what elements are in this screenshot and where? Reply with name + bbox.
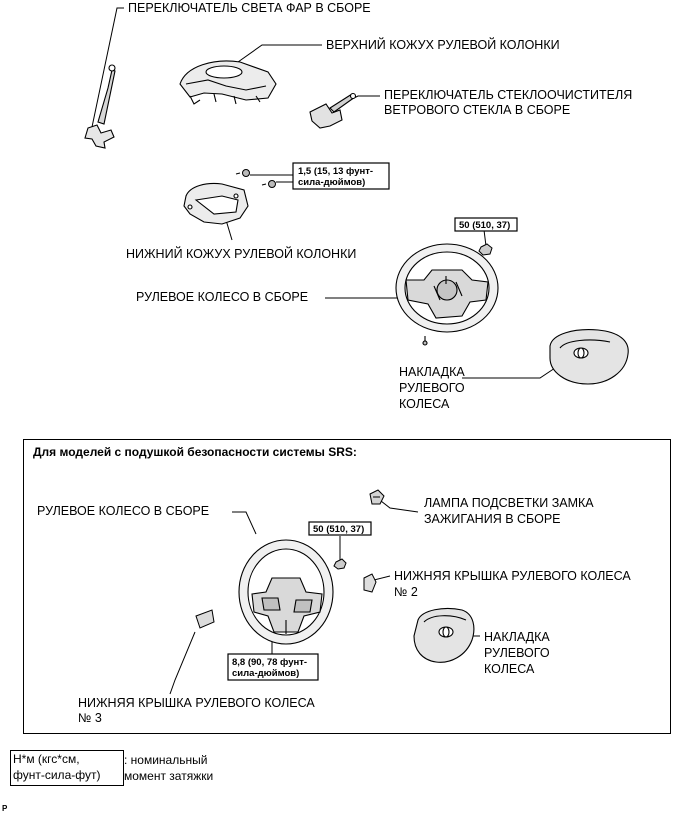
label-srs-steering-wheel: РУЛЕВОЕ КОЛЕСО В СБОРЕ	[37, 504, 210, 518]
upper-column-cover-part	[179, 60, 277, 105]
corner-code: P	[2, 804, 8, 813]
srs-lower-cover2-part	[363, 573, 377, 593]
nut-torque-box	[454, 217, 518, 232]
label-srs-lamp-line1: ЛАМПА ПОДСВЕТКИ ЗАМКА	[424, 496, 594, 510]
label-srs-pad-line1: НАКЛАДКА	[484, 630, 550, 644]
srs-screw-torque-line2: сила-дюймов)	[232, 668, 299, 679]
srs-nut-torque-box	[308, 521, 372, 536]
label-pad-line2: РУЛЕВОГО	[399, 381, 465, 395]
screw-icons	[235, 169, 276, 188]
srs-lower-cover3-part	[195, 609, 215, 629]
screw-torque-line1: 1,5 (15, 13 фунт-	[298, 166, 373, 177]
legend-box-line1: Н*м (кгс*см,	[13, 752, 80, 766]
label-lower-column-cover: НИЖНИЙ КОЖУХ РУЛЕВОЙ КОЛОНКИ	[126, 247, 357, 261]
srs-nut-icon	[333, 558, 347, 570]
leader-headlight-switch	[91, 7, 124, 128]
label-steering-wheel: РУЛЕВОЕ КОЛЕСО В СБОРЕ	[136, 290, 309, 304]
srs-steering-wheel-part	[238, 539, 334, 645]
leader-srs-wheel	[232, 511, 257, 535]
label-srs-cover3-line2: № 3	[78, 711, 102, 725]
srs-screw-torque-box	[227, 653, 319, 681]
srs-pad-part	[413, 607, 475, 663]
label-pad-line1: НАКЛАДКА	[399, 365, 465, 379]
srs-screw-torque-line1: 8,8 (90, 78 фунт-	[232, 657, 307, 668]
leader-srs-cover3	[169, 631, 196, 695]
leader-srs-cover2	[373, 575, 391, 581]
label-srs-cover2-line1: НИЖНЯЯ КРЫШКА РУЛЕВОГО КОЛЕСА	[394, 569, 631, 583]
screw-torque-line2: сила-дюймов)	[298, 177, 365, 188]
screw-torque-box	[292, 162, 390, 190]
label-srs-cover2-line2: № 2	[394, 585, 418, 599]
nut-torque-text: 50 (510, 37)	[459, 220, 510, 231]
leader-lower-cover	[225, 219, 233, 241]
leader-srs-lamp	[380, 500, 419, 513]
label-srs-cover3-line1: НИЖНЯЯ КРЫШКА РУЛЕВОГО КОЛЕСА	[78, 696, 315, 710]
steering-wheel-part	[395, 243, 499, 346]
torque-legend-text: : номинальный момент затяжки	[124, 752, 213, 784]
label-upper-column-cover: ВЕРХНИЙ КОЖУХ РУЛЕВОЙ КОЛОНКИ	[326, 38, 560, 52]
legend-text-line1: : номинальный	[124, 753, 208, 767]
headlight-switch-part	[84, 64, 116, 149]
label-srs-pad-line2: РУЛЕВОГО	[484, 646, 550, 660]
label-srs-lamp-line2: ЗАЖИГАНИЯ В СБОРЕ	[424, 512, 561, 526]
label-srs-pad-line3: КОЛЕСА	[484, 662, 535, 676]
legend-text-line2: момент затяжки	[124, 769, 214, 783]
torque-legend-box: Н*м (кгс*см, фунт-сила-фут)	[10, 750, 124, 786]
leader-nut-torque	[483, 229, 487, 247]
label-pad-line3: КОЛЕСА	[399, 397, 450, 411]
legend-box-line2: фунт-сила-фут)	[13, 768, 101, 782]
label-wiper-switch-line1: ПЕРЕКЛЮЧАТЕЛЬ СТЕКЛООЧИСТИТЕЛЯ	[384, 88, 633, 102]
srs-lamp-part	[369, 489, 385, 505]
lower-column-cover-part	[183, 182, 249, 225]
leader-upper-cover	[237, 44, 322, 63]
label-headlight-switch: ПЕРЕКЛЮЧАТЕЛЬ СВЕТА ФАР В СБОРЕ	[128, 1, 371, 15]
srs-section-frame	[23, 439, 671, 734]
srs-section-title: Для моделей с подушкой безопасности сист…	[33, 445, 357, 459]
steering-pad-part	[549, 329, 629, 385]
leader-pad	[462, 367, 556, 379]
nut-icon	[478, 243, 493, 256]
wiper-switch-part	[309, 92, 357, 129]
srs-nut-torque-text: 50 (510, 37)	[313, 524, 364, 535]
label-wiper-switch-line2: ВЕТРОВОГО СТЕКЛА В СБОРЕ	[384, 103, 571, 117]
